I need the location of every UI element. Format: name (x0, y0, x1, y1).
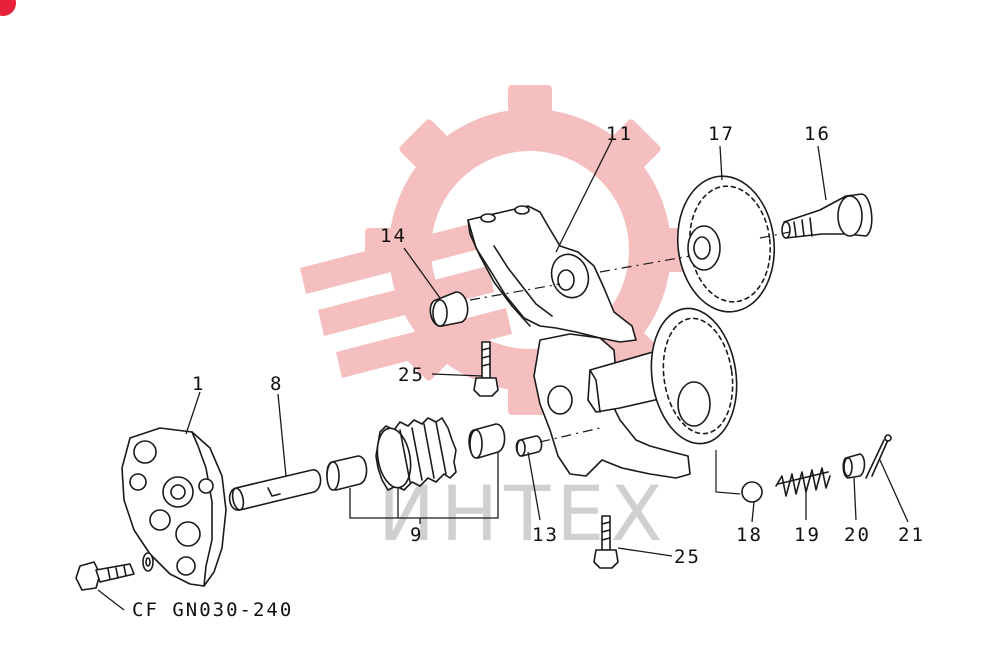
drawing-code: CF GN030-240 (132, 599, 293, 621)
part-1-pump-cover (121, 427, 227, 587)
part-bolt-cover (75, 552, 154, 591)
part-9-pump-gear-set (326, 417, 506, 491)
part-25-bolt-upper (473, 341, 499, 397)
callout-labels: 1 8 9 13 14 25 11 17 16 25 18 19 20 21 (192, 123, 925, 568)
callout-20: 20 (844, 524, 871, 546)
part-13-pin (515, 435, 543, 457)
callout-11: 11 (606, 123, 633, 145)
part-16-shaft (781, 193, 873, 239)
part-14-bushing (429, 291, 469, 327)
part-20-plug (842, 453, 866, 479)
part-8-shaft (228, 469, 322, 511)
part-11-bracket (467, 205, 637, 343)
callout-13: 13 (532, 524, 559, 546)
watermark-text: ИНТЕХ (378, 469, 669, 558)
part-19-spring (775, 467, 831, 497)
callout-19: 19 (794, 524, 821, 546)
watermark-gear (300, 85, 695, 415)
part-18-ball (741, 481, 763, 503)
callout-18: 18 (736, 524, 763, 546)
corner-badge (0, 0, 16, 16)
callout-17: 17 (708, 123, 735, 145)
part-25-bolt-lower (593, 515, 619, 569)
center-lines (469, 231, 791, 495)
part-17-gear (676, 175, 776, 313)
callout-8: 8 (270, 373, 283, 395)
callout-25-upper: 25 (398, 364, 425, 386)
callout-1: 1 (192, 373, 205, 395)
callout-21: 21 (898, 524, 925, 546)
part-21-cotter-pin (865, 434, 892, 479)
part-driven-gear (650, 307, 738, 445)
leader-lines (97, 139, 909, 611)
callout-14: 14 (380, 225, 407, 247)
callout-16: 16 (804, 123, 831, 145)
callout-25-lower: 25 (674, 546, 701, 568)
callout-9: 9 (410, 524, 423, 546)
